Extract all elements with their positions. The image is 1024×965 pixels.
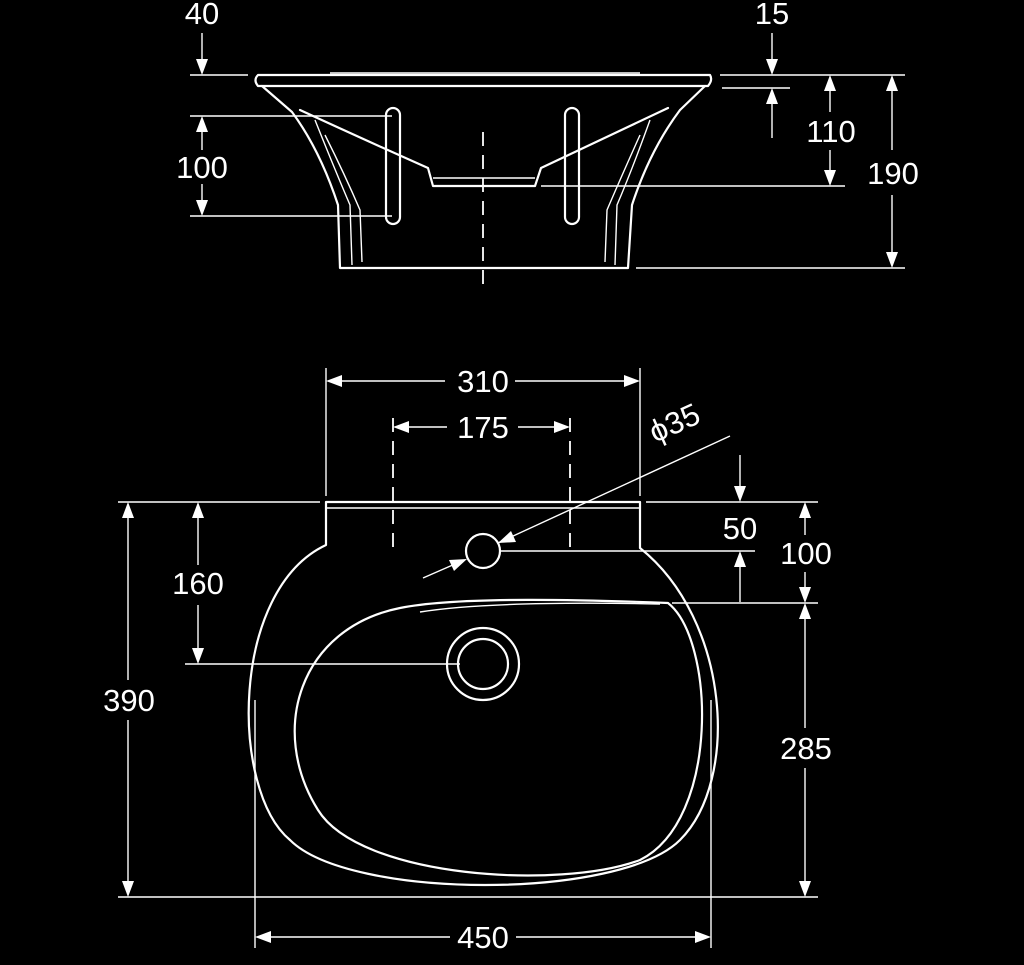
arrow-160-down — [192, 648, 204, 664]
arrow-450-left — [255, 931, 271, 943]
drain-inner — [456, 637, 510, 691]
arrow-back-100-down — [799, 587, 811, 603]
arrow-15-up — [766, 88, 778, 104]
dim-label-450: 450 — [457, 920, 509, 955]
dim-label-175: 175 — [457, 410, 509, 445]
dim-label-40: 40 — [185, 0, 219, 31]
dim-label-50: 50 — [723, 511, 757, 546]
plan-view: 310 175 ϕ35 50 100 285 — [103, 364, 832, 955]
bowl-section — [298, 106, 670, 188]
mounting-slot-right — [563, 106, 581, 226]
basin-body-outline — [260, 84, 707, 270]
dim-label-side-100: 100 — [176, 150, 228, 185]
arrow-175-left — [393, 421, 409, 433]
arrow-190-up — [886, 75, 898, 91]
arrow-50-down — [734, 486, 746, 502]
dim-label-160: 160 — [172, 566, 224, 601]
arrow-390-down — [122, 881, 134, 897]
arrow-160-up — [192, 502, 204, 518]
arrow-450-right — [695, 931, 711, 943]
dim-label-110: 110 — [806, 114, 855, 149]
arrow-50-up — [734, 551, 746, 567]
arrow-back-100-up — [799, 502, 811, 518]
arrow-310-right — [624, 375, 640, 387]
pedestal-line-right-b — [604, 134, 641, 263]
arrow-390-up — [122, 502, 134, 518]
arrow-285-down — [799, 881, 811, 897]
arrow-phi35-in — [498, 531, 516, 543]
dim-label-back-100: 100 — [780, 536, 832, 571]
pedestal-line-left-b — [324, 134, 363, 263]
arrow-15-down — [766, 59, 778, 75]
dim-label-phi35: ϕ35 — [644, 396, 706, 449]
tap-hole — [464, 532, 502, 570]
bowl-plan-outline — [293, 598, 704, 877]
dim-label-310: 310 — [457, 364, 509, 399]
arrow-310-left — [326, 375, 342, 387]
arrow-100-down — [196, 200, 208, 216]
mounting-slot-left — [384, 106, 402, 226]
arrow-110-down — [824, 170, 836, 186]
basin-plan-outline — [247, 500, 719, 886]
arrow-175-right — [554, 421, 570, 433]
pedestal-line-left-a — [314, 119, 353, 266]
bowl-rim-ridge — [419, 602, 661, 613]
arrow-40 — [196, 59, 208, 75]
side-elevation-view: 40 15 100 110 190 — [176, 0, 919, 288]
arrow-285-up — [799, 603, 811, 619]
dim-label-390: 390 — [103, 683, 155, 718]
arrow-190-down — [886, 252, 898, 268]
dim-label-190: 190 — [867, 156, 919, 191]
arrow-100-up — [196, 116, 208, 132]
arrow-phi35-out — [449, 559, 467, 571]
basin-rim — [254, 73, 713, 88]
dim-label-285: 285 — [780, 731, 832, 766]
dim-label-15: 15 — [755, 0, 789, 31]
arrow-110-up — [824, 75, 836, 91]
pedestal-line-right-a — [614, 119, 651, 266]
